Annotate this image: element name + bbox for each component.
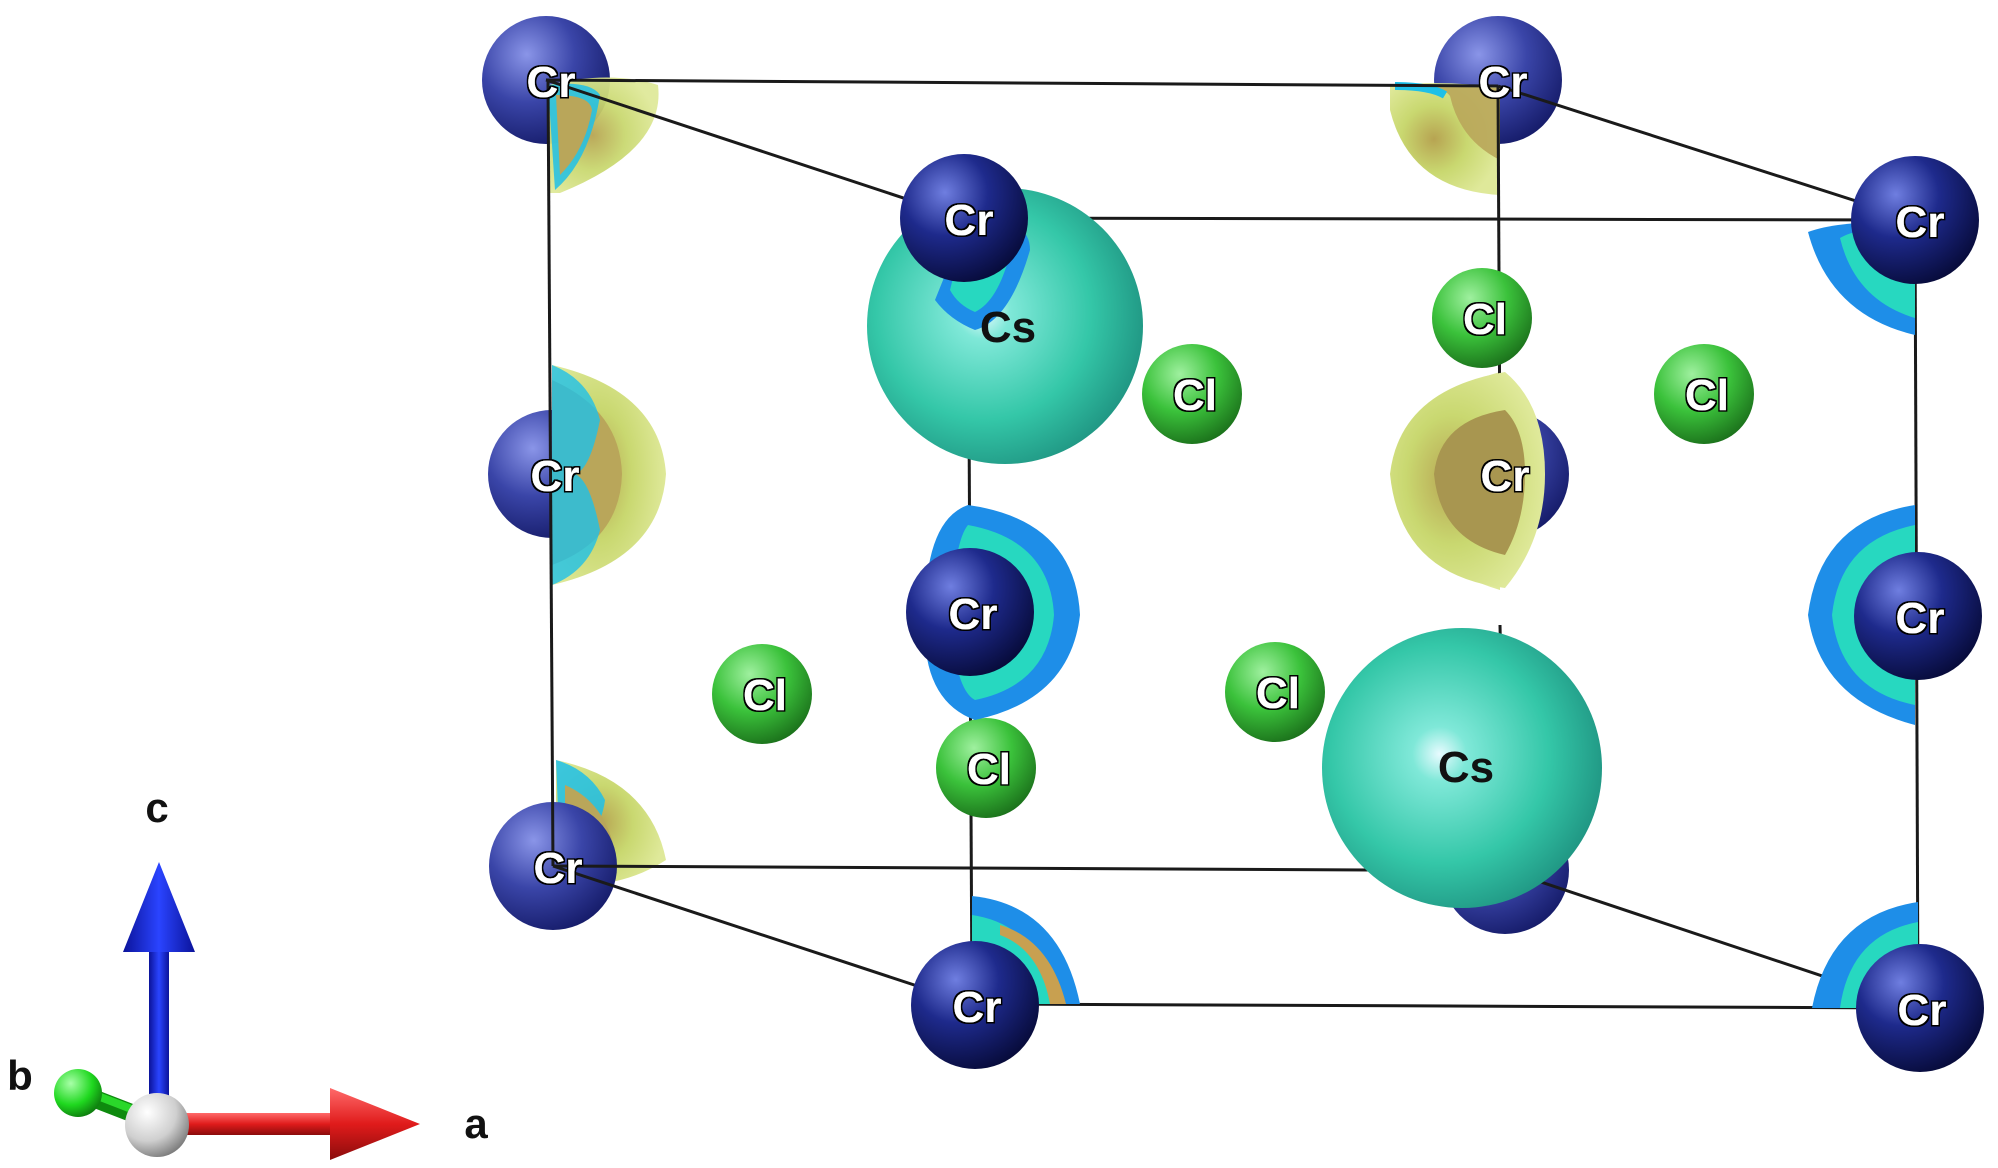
atom-cr-front-middle-right: [1808, 505, 1982, 725]
atom-cr-front-bottom-left: [911, 896, 1080, 1069]
label-cr: Cr: [953, 983, 1002, 1032]
axis-label-a: a: [464, 1100, 488, 1147]
unit-cell-edges: [545, 78, 1920, 1010]
axis-origin-sphere: [125, 1093, 189, 1157]
label-cl: Cl: [1256, 669, 1300, 718]
label-cl: Cl: [1463, 295, 1507, 344]
atom-cl-upper-middle: [1142, 344, 1242, 444]
atom-cl-lower-middle: [1225, 642, 1325, 742]
label-cl: Cl: [743, 671, 787, 720]
atom-cl-lower-left: [712, 644, 812, 744]
atom-cl-lower-front: [936, 718, 1036, 818]
label-cr: Cr: [1479, 58, 1528, 107]
axis-triad: c b a: [7, 784, 488, 1160]
label-cr: Cr: [527, 58, 576, 107]
label-cl: Cl: [967, 745, 1011, 794]
atom-cr-back-bottom-left: [489, 760, 666, 930]
atom-cr-back-top-left: [482, 16, 659, 193]
atom-cr-front-top-right: [1808, 156, 1979, 335]
atom-cl-far-right: [1654, 344, 1754, 444]
label-cr: Cr: [1898, 986, 1947, 1035]
label-cl: Cl: [1173, 371, 1217, 420]
atom-cl-upper-right: [1432, 268, 1532, 368]
label-cl: Cl: [1685, 371, 1729, 420]
label-cr: Cr: [1896, 198, 1945, 247]
atom-cr-front-bottom-right: [1812, 902, 1984, 1072]
label-cr: Cr: [534, 844, 583, 893]
axis-c-arrow: [123, 862, 195, 1123]
axis-label-b: b: [7, 1052, 33, 1099]
atom-cr-front-middle-left: [906, 505, 1080, 720]
atom-labels: Cr Cr Cr Cr Cr Cr Cr Cr Cr Cr Cr Cs Cs C…: [527, 58, 1947, 1035]
front-layer: [900, 154, 1984, 1072]
atom-cr-front-top-left: [900, 154, 1030, 330]
label-cs: Cs: [1438, 743, 1494, 792]
isosurface-center-right: [1390, 372, 1545, 588]
atom-cr-back-top-right: [1390, 16, 1562, 195]
label-cs: Cs: [980, 303, 1036, 352]
label-cr: Cr: [1481, 452, 1530, 501]
label-cr: Cr: [949, 590, 998, 639]
middle-layer: [712, 188, 1754, 818]
axis-label-c: c: [145, 784, 168, 831]
axis-a-arrow: [160, 1088, 420, 1160]
label-cr: Cr: [1896, 594, 1945, 643]
label-cr: Cr: [945, 196, 994, 245]
label-cr: Cr: [531, 452, 580, 501]
atom-cs-lower: [1322, 628, 1602, 908]
